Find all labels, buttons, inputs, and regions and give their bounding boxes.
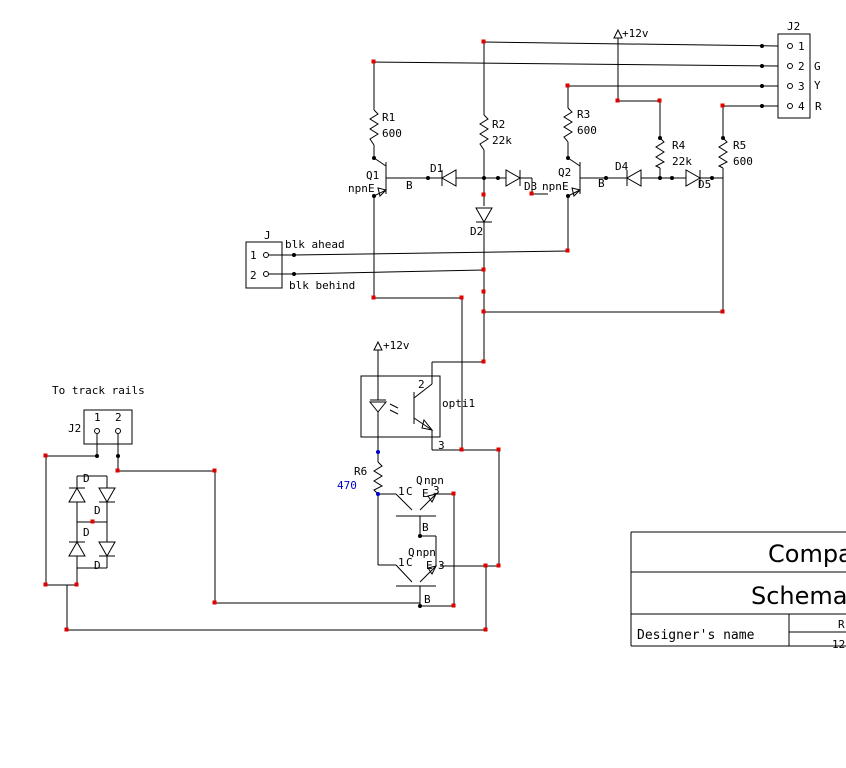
title-designer-label: Designer's name bbox=[637, 628, 755, 643]
q4-pin1: 1 bbox=[398, 556, 405, 569]
q4-type: npn bbox=[416, 546, 436, 559]
bridge-rectifier: D D D D bbox=[45, 434, 215, 630]
r2-value: 22k bbox=[492, 134, 512, 147]
title-rev-label: R bbox=[838, 618, 845, 631]
q4-pin3: 3 bbox=[438, 559, 445, 572]
resistor-r6: R6 470 bbox=[337, 437, 384, 495]
q3-pin-c: C bbox=[406, 485, 413, 498]
q4-ref: Q bbox=[408, 546, 415, 559]
vcc-opto-label: +12v bbox=[383, 339, 410, 352]
j2-top-pin4: 4 bbox=[798, 100, 805, 113]
connector-j-block: J 1 2 blk ahead blk behind bbox=[245, 229, 355, 292]
vcc-top-label: +12v bbox=[622, 27, 649, 40]
q3-ref: Q bbox=[416, 474, 423, 487]
r3-ref: R3 bbox=[577, 108, 590, 121]
opto-isolator: +12v 2 3 opti1 bbox=[360, 339, 475, 452]
q1-pin-b: B bbox=[406, 179, 413, 192]
d2-ref: D2 bbox=[470, 225, 483, 238]
bridge-d2: D bbox=[94, 504, 101, 517]
opto-ref: opti1 bbox=[442, 397, 475, 410]
q4-pin-b: B bbox=[424, 593, 431, 606]
r3-value: 600 bbox=[577, 124, 597, 137]
r6-value: 470 bbox=[337, 479, 357, 492]
resistor-r1: R1 600 bbox=[369, 109, 402, 146]
bridge-d1: D bbox=[83, 472, 90, 485]
blk-ahead-label: blk ahead bbox=[285, 238, 345, 251]
d1-ref: D1 bbox=[430, 162, 443, 175]
r5-value: 600 bbox=[733, 155, 753, 168]
j2-top-pin3: 3 bbox=[798, 80, 805, 93]
q3-type: npn bbox=[424, 474, 444, 487]
track-caption: To track rails bbox=[52, 384, 145, 397]
resistor-r5: R5 600 bbox=[717, 137, 753, 169]
signal-y-label: Y bbox=[814, 79, 821, 92]
q2-pin-e: E bbox=[562, 180, 569, 193]
connector-j2-track: To track rails 1 2 J2 bbox=[52, 384, 145, 445]
q3-pin3: 3 bbox=[433, 484, 440, 497]
r2-ref: R2 bbox=[492, 118, 505, 131]
transistor-q2: Q2 npn E B bbox=[542, 157, 605, 197]
diode-d4: D4 bbox=[615, 160, 642, 187]
title-rev-value: 12 bbox=[832, 638, 845, 651]
signal-g-label: G bbox=[814, 60, 821, 73]
opto-pin3: 3 bbox=[438, 439, 445, 452]
q4-pin-c: C bbox=[406, 556, 413, 569]
q2-type: npn bbox=[542, 180, 562, 193]
q3-pin-e: E bbox=[422, 487, 429, 500]
j2-top-ref: J2 bbox=[787, 20, 800, 33]
diode-d3: D3 bbox=[505, 169, 537, 193]
transistor-q3: 1 C E 3 B Q npn bbox=[395, 474, 444, 536]
resistor-r2: R2 22k bbox=[479, 114, 512, 151]
title-block: Compa Schema Designer's name R 12 bbox=[630, 531, 846, 651]
q2-pin-b: B bbox=[598, 177, 605, 190]
title-schematic: Schema bbox=[751, 582, 846, 610]
j2-track-pin1: 1 bbox=[94, 411, 101, 424]
r4-ref: R4 bbox=[672, 139, 686, 152]
wires-top bbox=[293, 38, 779, 450]
junction-nodes bbox=[43, 39, 764, 632]
connector-j2-top: J2 1 2 3 4 G Y R bbox=[777, 20, 822, 119]
diode-d5: D5 bbox=[685, 169, 711, 191]
d3-ref: D3 bbox=[524, 180, 537, 193]
vcc-top-symbol: +12v bbox=[613, 27, 649, 40]
r4-value: 22k bbox=[672, 155, 692, 168]
title-company: Compa bbox=[768, 540, 846, 568]
q1-pin-e: E bbox=[368, 182, 375, 195]
j2-top-pin1: 1 bbox=[798, 40, 805, 53]
transistor-q1: Q1 npn E B bbox=[348, 157, 413, 197]
q3-pin-b: B bbox=[422, 521, 429, 534]
j-block-ref: J bbox=[264, 229, 271, 242]
j-block-pin2: 2 bbox=[250, 269, 257, 282]
wires-lower bbox=[67, 449, 500, 631]
signal-r-label: R bbox=[815, 100, 822, 113]
blk-behind-label: blk behind bbox=[289, 279, 355, 292]
resistor-r4: R4 22k bbox=[654, 137, 692, 169]
q4-pin-e: E bbox=[426, 559, 433, 572]
opto-pin2: 2 bbox=[418, 378, 425, 391]
resistor-r3: R3 600 bbox=[563, 107, 597, 143]
q2-ref: Q2 bbox=[558, 166, 571, 179]
r1-value: 600 bbox=[382, 127, 402, 140]
j2-track-ref: J2 bbox=[68, 422, 81, 435]
j-block-pin1: 1 bbox=[250, 249, 257, 262]
d5-ref: D5 bbox=[698, 178, 711, 191]
bridge-d3: D bbox=[83, 526, 90, 539]
bridge-d4: D bbox=[94, 559, 101, 572]
j2-track-pin2: 2 bbox=[115, 411, 122, 424]
d4-ref: D4 bbox=[615, 160, 629, 173]
j2-top-pin2: 2 bbox=[798, 60, 805, 73]
q1-type: npn bbox=[348, 182, 368, 195]
diode-d2: D2 bbox=[470, 207, 493, 238]
r6-ref: R6 bbox=[354, 465, 367, 478]
transistor-q4: 1 C E 3 B Q npn bbox=[395, 546, 445, 606]
diode-d1: D1 bbox=[430, 162, 457, 187]
r1-ref: R1 bbox=[382, 111, 395, 124]
q1-ref: Q1 bbox=[366, 169, 379, 182]
q3-pin1: 1 bbox=[398, 485, 405, 498]
r5-ref: R5 bbox=[733, 139, 746, 152]
